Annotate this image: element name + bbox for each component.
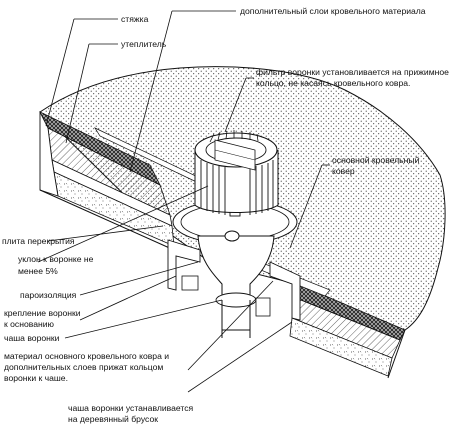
label-fastening-line2: к основанию (4, 319, 55, 329)
drain-filter-cage (194, 130, 279, 215)
label-insulation: утеплитель (121, 39, 167, 49)
label-material-line1: материал основного кровельного ковра и (4, 351, 169, 361)
label-slope-line1: уклон к воронке не (18, 254, 94, 264)
label-main-carpet-line1: основной кровельный (332, 155, 420, 165)
fastening-bracket-right (269, 261, 301, 321)
label-bowl-install-line2: на деревянный брусок (68, 414, 158, 424)
leader-lines (37, 10, 330, 393)
slab-right (289, 317, 393, 377)
label-funnel-bowl: чаша воронки (4, 333, 60, 343)
label-slope-line2: менее 5% (18, 266, 58, 276)
label-vapor-barrier: пароизоляция (20, 290, 77, 300)
label-material-line3: воронки к чаше. (4, 373, 68, 383)
label-fastening-line1: крепление воронки (4, 308, 81, 318)
label-group: стяжка утеплитель дополнительный слои кр… (2, 6, 449, 424)
fastening-bracket-left (167, 239, 201, 291)
label-material-line2: дополнительных слоев прижат кольцом (4, 362, 163, 372)
label-extra-layer: дополнительный слои кровельного материал… (240, 6, 426, 16)
drain-funnel (167, 193, 301, 338)
label-bowl-install-line1: чаша воронки устанавливается (68, 403, 194, 413)
label-slab: плита перекрытия (2, 236, 75, 246)
label-screed: стяжка (121, 14, 149, 24)
label-filter-line2: кольцо, не касаясь кровельного ковра. (256, 78, 410, 88)
label-main-carpet-line2: ковер (332, 166, 355, 176)
label-filter-line1: фильтр воронки установливается на прижим… (256, 67, 449, 77)
